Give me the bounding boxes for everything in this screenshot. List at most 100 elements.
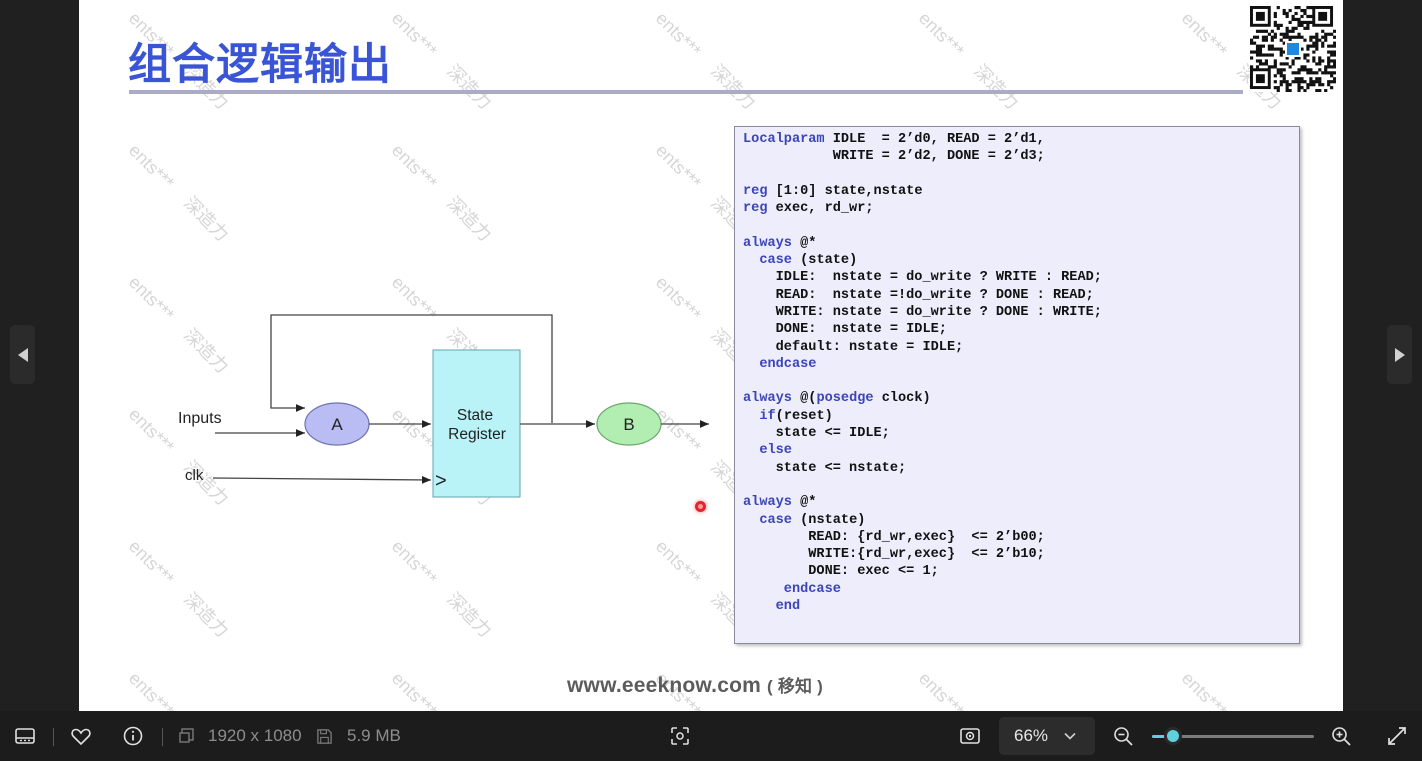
watermark-text: ents***	[914, 8, 968, 62]
zoom-slider-track[interactable]	[1152, 735, 1314, 738]
code-text	[743, 599, 776, 614]
code-keyword: posedge	[816, 391, 874, 407]
title-underline	[129, 90, 1243, 94]
footer-url-text: www.eeeknow.com	[567, 674, 761, 697]
scan-icon	[671, 727, 689, 745]
code-text: READ: {rd_wr,exec} <= 2’b00;	[743, 529, 1045, 545]
toolbar-divider	[162, 728, 163, 746]
code-line: DONE: exec <= 1;	[743, 563, 1299, 580]
code-line: if(reset)	[743, 408, 1299, 425]
code-line: end	[743, 598, 1299, 615]
code-keyword: case	[759, 253, 792, 269]
file-size-text: 5.9 MB	[347, 726, 401, 745]
code-line	[743, 217, 1299, 234]
code-line: READ: {rd_wr,exec} <= 2’b00;	[743, 529, 1299, 546]
code-line: state <= IDLE;	[743, 425, 1299, 442]
code-line: endcase	[743, 581, 1299, 598]
code-text	[743, 513, 759, 528]
state-register	[432, 349, 521, 498]
zoom-in-button[interactable]	[1330, 711, 1352, 761]
code-line: endcase	[743, 356, 1299, 373]
zoom-level-dropdown[interactable]: 66%	[999, 717, 1095, 755]
code-text: [1:0] state,nstate	[767, 183, 923, 199]
code-text: clock)	[873, 391, 931, 407]
fit-screen-icon	[960, 728, 980, 744]
fullscreen-button[interactable]	[1386, 711, 1408, 761]
chevron-down-icon	[1064, 732, 1076, 740]
code-keyword: always	[743, 391, 792, 407]
code-line: case (nstate)	[743, 512, 1299, 529]
resolution-info: 1920 x 1080	[178, 711, 302, 761]
code-keyword: Localparam	[743, 132, 825, 147]
next-image-button[interactable]	[1387, 325, 1412, 384]
code-keyword: reg	[743, 201, 768, 217]
favorite-button[interactable]	[70, 711, 92, 761]
node-a-label: A	[331, 415, 343, 434]
code-text: READ: nstate =!do_write ? DONE : READ;	[743, 287, 1094, 303]
code-text: WRITE:{rd_wr,exec} <= 2’b10;	[743, 547, 1045, 563]
verilog-code-box: Localparam IDLE = 2’d0, READ = 2’d1, WRI…	[734, 126, 1300, 644]
zoom-in-icon	[1332, 727, 1351, 746]
state-register-label-2: Register	[448, 426, 506, 443]
fullscreen-icon	[1388, 727, 1406, 745]
code-text: DONE: nstate = IDLE;	[743, 322, 947, 338]
feedback-wire	[270, 314, 553, 423]
zoom-slider-fill	[1152, 735, 1174, 738]
info-icon	[123, 726, 143, 746]
clock-edge-marker: >	[435, 470, 447, 492]
code-text: @*	[791, 495, 817, 511]
fit-screen-button[interactable]	[959, 711, 981, 761]
code-text	[743, 409, 759, 424]
file-size-info: 5.9 MB	[316, 711, 401, 761]
code-keyword: reg	[743, 183, 768, 199]
watermark-text: 深造力	[970, 60, 1023, 114]
code-line: READ: nstate =!do_write ? DONE : READ;	[743, 287, 1299, 304]
scan-button[interactable]	[669, 711, 691, 761]
code-text	[743, 357, 759, 372]
code-text: IDLE = 2’d0, READ = 2’d1,	[824, 132, 1045, 147]
info-button[interactable]	[122, 711, 144, 761]
code-keyword: if	[759, 408, 776, 424]
zoom-out-button[interactable]	[1112, 711, 1134, 761]
watermark-text: ents***	[914, 668, 968, 711]
code-text: state <= IDLE;	[743, 426, 890, 442]
code-line: state <= nstate;	[743, 460, 1299, 477]
code-line: WRITE = 2’d2, DONE = 2’d3;	[743, 148, 1299, 165]
zoom-slider-thumb[interactable]	[1164, 727, 1183, 745]
filmstrip-button[interactable]	[14, 711, 36, 761]
chevron-right-icon	[1394, 347, 1405, 362]
code-line: WRITE:{rd_wr,exec} <= 2’b10;	[743, 546, 1299, 563]
watermark-text: ents***	[1177, 668, 1231, 711]
code-text: WRITE = 2’d2, DONE = 2’d3;	[743, 149, 1045, 165]
clk-label: clk	[185, 467, 204, 484]
code-line	[743, 166, 1299, 183]
state-register-label-1: State	[457, 407, 493, 424]
code-line: WRITE: nstate = do_write ? DONE : WRITE;	[743, 304, 1299, 321]
watermark-text: ents***	[1177, 8, 1231, 62]
previous-image-button[interactable]	[10, 325, 35, 384]
code-text	[743, 582, 784, 597]
code-text: WRITE: nstate = do_write ? DONE : WRITE;	[743, 304, 1102, 320]
code-line	[743, 477, 1299, 494]
code-line: else	[743, 442, 1299, 459]
code-line: DONE: nstate = IDLE;	[743, 321, 1299, 338]
code-keyword: always	[743, 235, 792, 251]
qr-code	[1250, 6, 1336, 92]
code-line: Localparam IDLE = 2’d0, READ = 2’d1,	[743, 131, 1299, 148]
node-b-label: B	[623, 415, 634, 434]
state-machine-diagram: Inputs A State Register > clk B	[178, 314, 709, 498]
filmstrip-icon	[15, 728, 35, 744]
heart-icon	[71, 728, 91, 746]
image-size-icon	[179, 728, 194, 743]
inputs-label: Inputs	[178, 410, 222, 427]
code-line: always @(posedge clock)	[743, 390, 1299, 407]
toolbar-divider	[53, 728, 54, 746]
code-line: reg exec, rd_wr;	[743, 200, 1299, 217]
code-line: default: nstate = IDLE;	[743, 339, 1299, 356]
code-text: @(	[791, 391, 817, 407]
code-line: always @*	[743, 235, 1299, 252]
code-line: IDLE: nstate = do_write ? WRITE : READ;	[743, 269, 1299, 286]
code-text: @*	[791, 235, 817, 251]
code-text: state <= nstate;	[743, 460, 907, 476]
